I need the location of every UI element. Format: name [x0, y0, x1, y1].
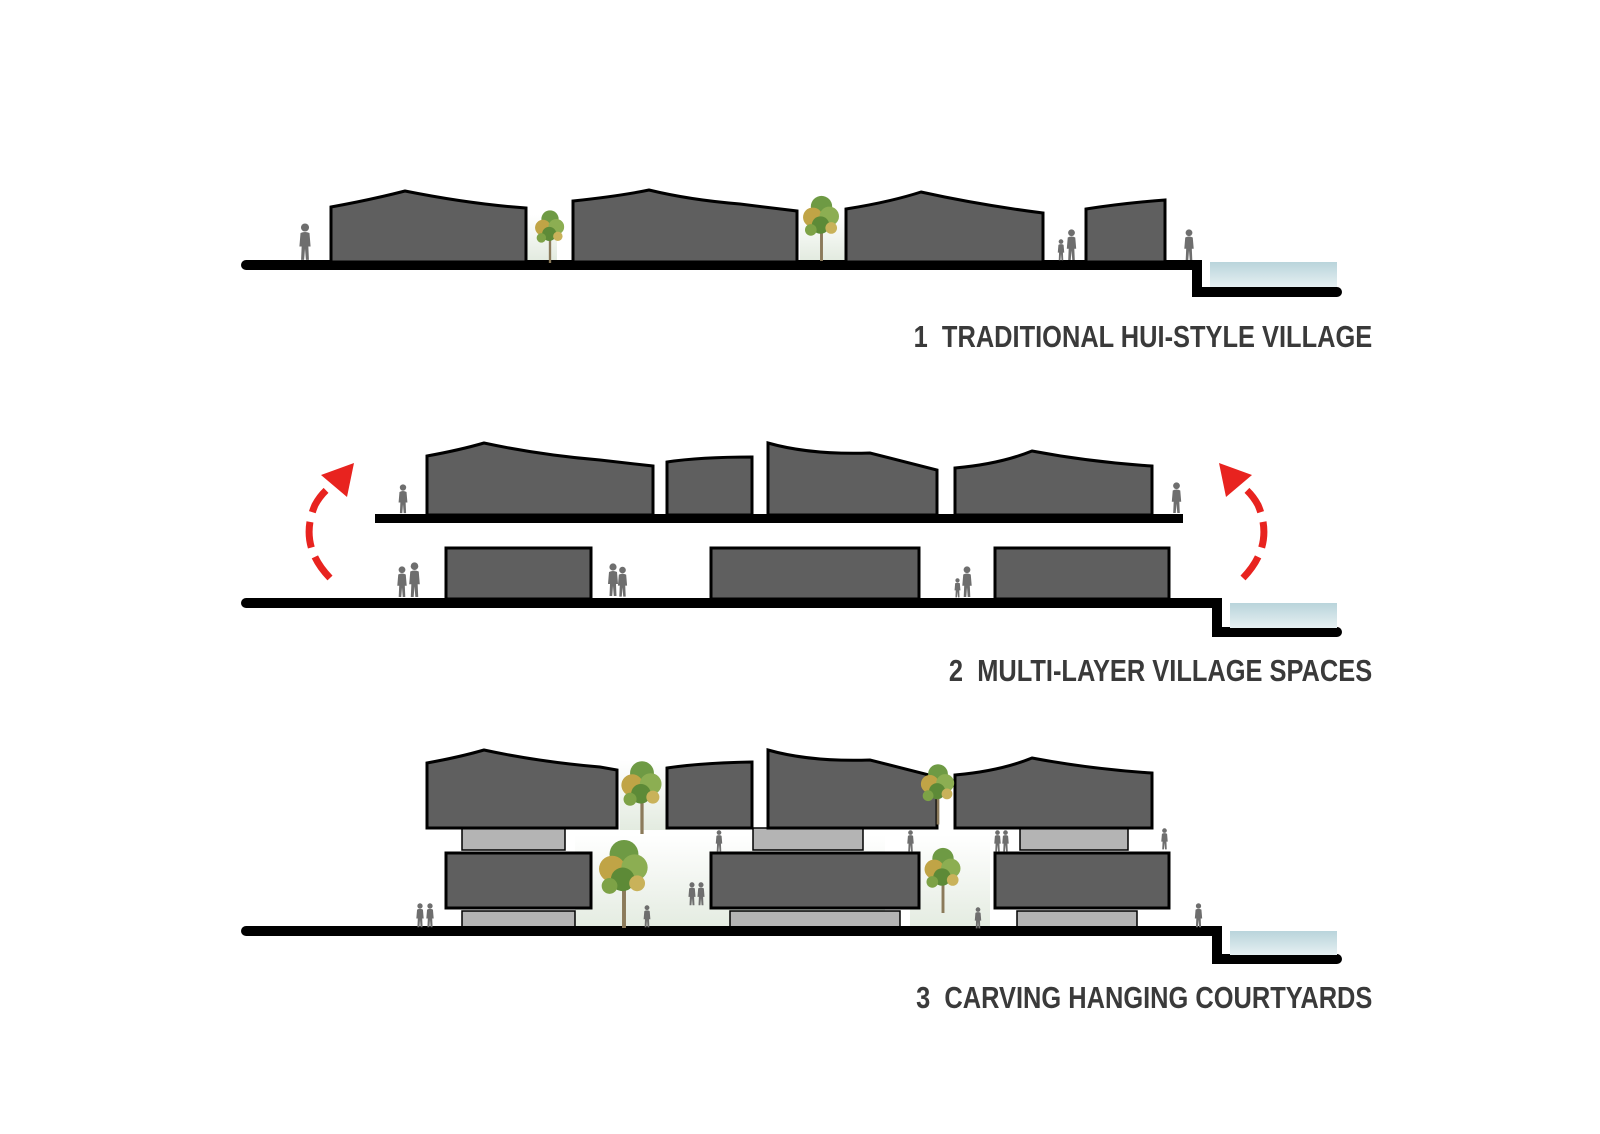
person-icon — [608, 563, 618, 596]
person-icon — [954, 578, 961, 598]
light-volume — [1019, 827, 1129, 851]
person-icon — [617, 566, 628, 597]
building — [844, 190, 1045, 264]
person-icon — [409, 562, 420, 597]
section-caption-3: 3 CARVING HANGING COURTYARDS — [916, 980, 1372, 1016]
light-volume — [752, 827, 864, 851]
section-title: CARVING HANGING COURTYARDS — [944, 980, 1372, 1015]
curved-arrow-icon — [1219, 463, 1268, 581]
building — [953, 449, 1154, 517]
person-icon — [962, 566, 972, 598]
building — [1084, 198, 1167, 264]
person-icon — [1184, 229, 1194, 261]
person-icon — [426, 903, 434, 928]
building — [425, 748, 619, 830]
curved-arrow-icon — [305, 463, 354, 581]
section-caption-1: 1 TRADITIONAL HUI-STYLE VILLAGE — [913, 319, 1372, 355]
section-3 — [241, 748, 1342, 964]
section-title: TRADITIONAL HUI-STYLE VILLAGE — [941, 319, 1372, 354]
person-icon — [1002, 830, 1009, 852]
ground-line — [241, 926, 1342, 964]
person-icon — [1171, 482, 1182, 514]
person-icon — [1194, 903, 1203, 928]
water — [1230, 603, 1337, 628]
water — [1230, 931, 1337, 955]
building — [444, 546, 593, 601]
person-icon — [416, 903, 424, 928]
ground-line — [241, 598, 1342, 637]
person-icon — [299, 223, 311, 260]
building — [709, 851, 921, 910]
person-icon — [1057, 239, 1065, 261]
person-icon — [1066, 229, 1077, 261]
building — [571, 188, 799, 264]
water — [1210, 262, 1337, 287]
building — [665, 760, 754, 830]
section-number: 3 — [915, 980, 930, 1015]
light-volume — [461, 827, 566, 851]
building — [709, 546, 921, 601]
building — [329, 189, 528, 264]
person-icon — [1161, 828, 1168, 850]
person-icon — [398, 484, 408, 514]
person-icon — [397, 566, 407, 598]
building — [665, 455, 754, 517]
section-number: 2 — [948, 653, 963, 688]
ground-line — [241, 260, 1342, 297]
section-2 — [241, 441, 1342, 637]
building — [953, 756, 1154, 830]
upper-deck — [375, 514, 1183, 523]
person-icon — [994, 830, 1001, 852]
section-number: 1 — [913, 319, 928, 354]
section-caption-2: 2 MULTI-LAYER VILLAGE SPACES — [949, 653, 1372, 689]
building — [766, 441, 939, 517]
building — [766, 748, 939, 830]
building — [425, 441, 655, 517]
section-title: MULTI-LAYER VILLAGE SPACES — [977, 653, 1372, 688]
section-1 — [241, 188, 1342, 297]
building — [993, 546, 1171, 601]
building — [993, 851, 1171, 910]
building — [444, 851, 593, 910]
